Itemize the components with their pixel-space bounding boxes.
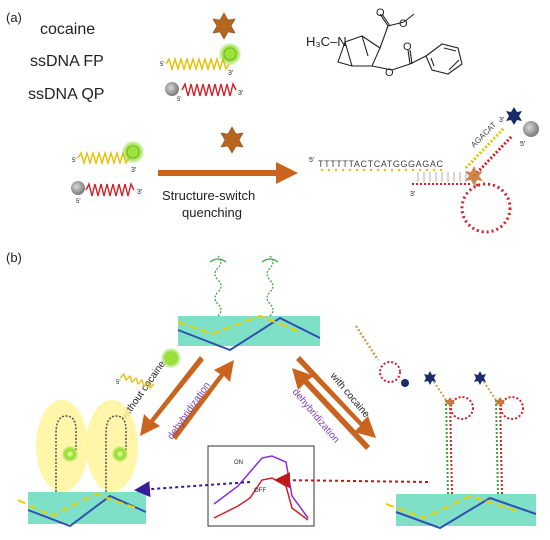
left-hairpin-1	[55, 415, 77, 492]
left-electrode-wire-blue	[27, 494, 147, 528]
right-aptamer-2-star-icon	[474, 371, 486, 385]
cocaine-star-icon	[212, 12, 236, 40]
free-fp-strand	[119, 372, 155, 390]
signal-graph-on-curve	[213, 455, 309, 519]
aptamer-upper-stem	[464, 126, 506, 170]
qp-legend-5prime: 5'	[177, 97, 181, 103]
cocaine-molecule-structure	[337, 13, 463, 75]
top-electrode-wire-blue	[177, 316, 321, 352]
reaction-cocaine-star-icon	[220, 126, 244, 154]
legend-qp-label: ssDNA QP	[28, 86, 104, 103]
fp-5prime: 5'	[72, 158, 76, 164]
qp-3prime: 3'	[137, 189, 142, 196]
graph-off-label: OFF	[254, 488, 266, 494]
free-aptamer-quencher-icon	[401, 379, 409, 387]
dark-fluorophore-star-icon	[506, 107, 522, 125]
loop-connector	[475, 183, 479, 187]
molecule-o-3: O	[385, 67, 394, 79]
molecule-o-4: O	[403, 41, 412, 53]
arrow-label-line2: quenching	[182, 205, 242, 220]
top-strand-1	[214, 255, 222, 317]
arrow-label-line1: Structure-switch	[162, 188, 255, 203]
top-strand-2	[266, 255, 274, 317]
qp-legend-strand	[181, 81, 237, 97]
complex-3prime-top: 3'	[499, 117, 504, 124]
aptamer-upper-stem-red	[472, 134, 514, 178]
left-glow-halo-2	[86, 400, 138, 492]
right-aptamer-1-cocaine-icon	[445, 397, 455, 407]
left-electrode-wire-yellow	[17, 492, 137, 518]
complex-quencher-icon	[523, 121, 539, 137]
complex-sequence: TTTTTTACTCATGGGAGAC	[318, 159, 444, 169]
panel-b-tag: (b)	[6, 250, 22, 265]
free-aptamer-stem	[354, 325, 380, 361]
left-glow-halo-1	[36, 400, 88, 492]
right-aptamer-2-cocaine-icon	[495, 397, 505, 407]
free-fp-5prime: 5'	[116, 380, 120, 386]
right-aptamer-2-loop	[500, 396, 524, 420]
top-electrode-wire-yellow	[177, 314, 301, 336]
duplex-rungs	[417, 172, 467, 182]
left-arrow-up	[172, 360, 234, 440]
signal-graph-frame	[207, 445, 315, 527]
free-aptamer-loop	[379, 361, 401, 383]
fp-strand	[77, 150, 130, 166]
top-strand-2-tip	[261, 258, 279, 263]
left-electrode-surface	[28, 492, 146, 524]
right-dotted-pointer	[274, 472, 429, 489]
right-aptamer-1-arm	[433, 381, 447, 401]
panel-a-tag: (a)	[6, 10, 22, 25]
signal-graph-off-curve	[213, 477, 309, 521]
right-aptamer-1-loop	[450, 396, 474, 420]
quencher-icon	[165, 82, 179, 96]
qp-5prime: 5'	[76, 199, 80, 205]
right-aptamer-2-stem	[495, 399, 499, 495]
aptamer-end-sequence: AGACAT	[469, 120, 498, 149]
reaction-arrow	[158, 162, 298, 184]
left-hairpin-2	[105, 415, 127, 492]
fp-legend-5prime: 5'	[160, 62, 164, 68]
right-arrow-up	[292, 368, 370, 450]
left-arrow-down	[140, 356, 204, 436]
molecule-o-2: O	[399, 18, 408, 30]
dehybridization-left-label: dehybridization	[165, 380, 213, 441]
fp-3prime: 3'	[131, 167, 136, 174]
complex-5prime: 5'	[309, 157, 314, 164]
right-aptamer-1-stem	[445, 399, 449, 495]
fp-legend-3prime: 3'	[228, 70, 233, 77]
right-electrode-wire-blue	[395, 496, 537, 530]
left-hairpin-1-fluorophore-icon	[62, 446, 78, 462]
molecule-o-1: O	[376, 7, 385, 19]
sequence-dots	[320, 168, 443, 172]
legend-fp-label: ssDNA FP	[30, 53, 104, 70]
qp-strand	[85, 181, 135, 197]
legend-cocaine-label: cocaine	[40, 21, 95, 38]
right-electrode-wire-yellow	[385, 494, 521, 520]
left-hairpin-2-fluorophore-icon	[112, 446, 128, 462]
qp-quencher-icon	[71, 181, 85, 195]
complex-3prime-bottom: 3'	[410, 191, 415, 198]
top-strand-1-tip	[209, 258, 227, 263]
right-aptamer-1-star-icon	[424, 371, 436, 385]
bound-cocaine-star-icon	[465, 166, 483, 186]
left-dotted-pointer	[134, 481, 251, 498]
fp-legend-strand	[165, 56, 230, 72]
complex-5prime-right: 5'	[520, 141, 525, 148]
right-aptamer-2-arm	[483, 381, 497, 401]
molecule-amine-label: H₃C–N	[306, 34, 347, 49]
right-arrow-down	[296, 356, 376, 438]
aptamer-loop	[460, 182, 512, 234]
qp-legend-3prime: 3'	[238, 90, 243, 97]
graph-on-label: ON	[234, 460, 243, 466]
